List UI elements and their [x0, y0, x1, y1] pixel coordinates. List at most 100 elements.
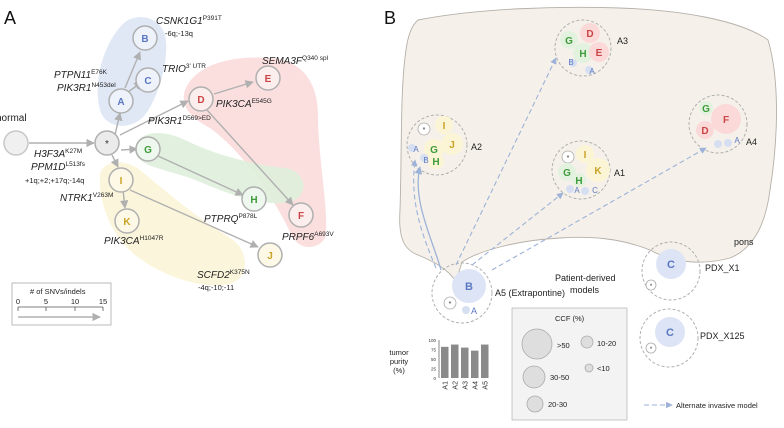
purity-bar-A5 [481, 344, 489, 378]
region-A4: G D F A A4 [688, 94, 757, 154]
A4-label: A4 [746, 137, 757, 147]
pdx-x125-clone-root: * [650, 347, 653, 353]
alt-model-legend: Alternate invasive model [644, 401, 758, 410]
A4-clone-A: A [734, 136, 740, 145]
A2-clone-H: H [432, 157, 439, 168]
root-mutation-2: PPM1DL513fs [31, 161, 86, 173]
clone-node-E: E [255, 65, 281, 91]
A2-clone-J: J [449, 140, 455, 151]
panel-b-label: B [384, 8, 396, 28]
A2-clone-B: B [423, 156, 428, 165]
clone-F-letter: F [298, 211, 304, 222]
clone-E-letter: E [265, 74, 272, 85]
clone-node-I: I [108, 167, 134, 193]
purity-ytick: 0 [433, 376, 436, 381]
region-A5: B * A A5 (Extrapontine) [431, 262, 565, 324]
A4-clone-G: G [702, 104, 710, 115]
mutation-G: PIK3R1D569>ED [148, 115, 211, 127]
pdx-x125: C * PDX_X125 [639, 308, 745, 368]
panel-a-label: A [4, 8, 16, 28]
scale-tick-15: 15 [99, 297, 107, 306]
copy-number-B: -6q;-13q [165, 29, 193, 38]
normal-label: normal [0, 113, 27, 124]
purity-xlabel-A4: A4 [472, 381, 479, 390]
scale-tick-10: 10 [71, 297, 79, 306]
region-A2: * I G J H A B A2 [406, 114, 482, 176]
A5-to-A2-arrow [414, 166, 442, 271]
purity-label-1: tumor [389, 348, 409, 357]
mutation-K: PIK3CAH1047R [104, 235, 164, 247]
mutation-C: TRIO3' UTR [162, 63, 206, 75]
pdx-x1-clone-C: C [667, 259, 675, 271]
clone-node-J: J [257, 242, 283, 268]
A4-clone-D: D [701, 126, 708, 137]
clone-node-B: B [132, 25, 158, 51]
A1-clone-A: A [574, 186, 580, 195]
scale-tick-5: 5 [44, 297, 48, 306]
mutation-F: PRPF6A693V [282, 231, 334, 243]
green-lineage-region [134, 133, 304, 204]
purity-bar-A2 [451, 344, 459, 378]
mutation-A-1: PTPN11E76K [54, 69, 108, 81]
ccf-item-lt10: <10 [597, 364, 610, 373]
copy-number-J: -4q;-10;-11 [198, 283, 234, 292]
ccf-item-30-50: 30-50 [550, 373, 569, 382]
clone-node-A: A [108, 88, 134, 114]
clone-J-letter: J [267, 251, 273, 262]
clone-B-letter: B [141, 34, 148, 45]
A3-clone-A: A [589, 67, 595, 76]
clone-I-letter: I [120, 176, 123, 187]
purity-bar-A3 [461, 347, 469, 378]
clone-node-F: F [288, 202, 314, 228]
clone-node-G: G [135, 136, 161, 162]
A1-clone-K: K [594, 166, 602, 177]
clone-node-C: C [135, 67, 161, 93]
clone-D-letter: D [197, 95, 204, 106]
A1-clone-root: * [567, 155, 570, 162]
pons-label: pons [734, 237, 754, 247]
tree-nodes: * B C A E D G H [94, 25, 314, 268]
mutation-J: SCFD2K375N [197, 269, 250, 281]
clone-root-letter: * [105, 139, 109, 150]
purity-label-2: purity [390, 357, 409, 366]
purity-bar-A4 [471, 350, 479, 378]
tree-edges [29, 51, 294, 248]
region-A3: D G H E B A A3 [554, 19, 628, 77]
A3-clone-G: G [565, 36, 573, 47]
A5-label: A5 (Extrapontine) [495, 288, 565, 298]
purity-bar-A1 [441, 346, 449, 378]
snv-scale-legend: # of SNVs/indels 0 5 10 15 [11, 282, 112, 326]
pons-outline [399, 6, 777, 284]
clone-node-H: H [241, 186, 267, 212]
A1-label: A1 [614, 168, 625, 178]
A5-clone-A: A [471, 306, 477, 316]
A3-label: A3 [617, 36, 628, 46]
A3-clone-H: H [579, 49, 586, 60]
purity-xlabel-A5: A5 [482, 381, 489, 390]
mutation-E: SEMA3FQ340 spl [262, 55, 329, 67]
mutation-labels: H3F3AK27M PPM1DL513fs +1q;+2;+17q;-14q C… [25, 15, 334, 292]
pdx-x1-clone-root: * [650, 284, 653, 290]
purity-ytick: 25 [431, 367, 437, 372]
mutation-H: PTPRQP878L [204, 213, 258, 225]
region-A1: * I G H K A C A1 [551, 140, 625, 200]
A2-clone-I: I [443, 121, 446, 132]
ccf-item-gt50: >50 [557, 341, 570, 350]
pdx-title-line2: models [570, 285, 600, 295]
pdx-x125-label: PDX_X125 [700, 331, 745, 341]
clone-node-root: * [94, 130, 120, 156]
purity-ytick: 50 [431, 357, 437, 362]
clone-C-letter: C [144, 76, 151, 87]
A1-clone-I: I [584, 150, 587, 161]
A2-clone-A: A [413, 145, 419, 154]
scale-title: # of SNVs/indels [30, 287, 86, 296]
A5-clone-B: B [465, 281, 473, 293]
alternate-invasion-arrows [410, 57, 707, 271]
A2-label: A2 [471, 142, 482, 152]
clone-H-letter: H [250, 195, 257, 206]
normal-node [3, 130, 29, 156]
A3-clone-E: E [596, 48, 603, 59]
purity-label-3: (%) [393, 366, 405, 375]
A3-clone-D: D [586, 29, 593, 40]
